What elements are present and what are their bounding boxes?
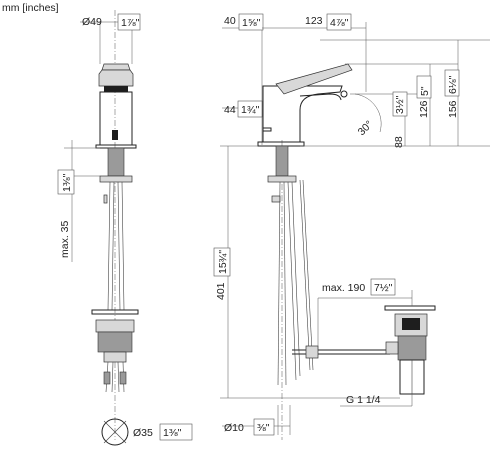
dim-126-inch: 5"	[419, 86, 431, 96]
dim-156-inch: 6⅛"	[447, 75, 459, 94]
front-outlet-circle	[101, 418, 129, 446]
dim-123-inch: 4⅞"	[330, 17, 349, 29]
front-shank	[107, 147, 125, 177]
front-washer	[95, 319, 135, 333]
front-mixer-body	[97, 331, 133, 353]
front-mixer-bottom	[103, 351, 127, 363]
dim-max35-inch: 1⅜"	[61, 173, 73, 192]
dim-40-inch: 1⅝"	[242, 17, 261, 29]
dim-40-mm: 40	[224, 15, 236, 27]
dim-max190-inch: 7½"	[374, 282, 393, 294]
dim-401-mm: 401	[215, 282, 227, 300]
side-spout	[299, 93, 342, 101]
waste-plate	[384, 305, 436, 311]
thread-label: G 1 1/4	[346, 394, 381, 406]
dim-156-mm: 156	[447, 100, 459, 118]
units-label: mm [inches]	[2, 2, 59, 14]
front-view: Ø49 1⅞" max. 35 1⅜" Ø35 1⅜"	[57, 10, 193, 446]
front-lower-plate	[91, 309, 139, 315]
front-handle-band	[104, 86, 128, 92]
side-view: 40 1⅝" 123 4⅞" 44 1¾" 88 3½" 126 5" 156 …	[213, 13, 490, 440]
dim-88-mm: 88	[393, 136, 405, 148]
dim-10-mm: Ø10	[224, 422, 244, 434]
dim-401-inch: 15¾"	[217, 250, 229, 274]
side-lever	[275, 63, 353, 95]
dim-123-mm: 123	[305, 15, 323, 27]
front-nut	[99, 175, 133, 183]
dim-126-mm: 126	[418, 100, 430, 118]
dim-max35-mm: max. 35	[59, 220, 71, 258]
angle-arc	[354, 93, 382, 133]
front-marker	[112, 130, 118, 140]
front-handle	[101, 63, 131, 71]
dim-44-mm: 44	[224, 104, 236, 116]
dim-max190-mm: max. 190	[322, 282, 365, 294]
front-base-plate	[95, 144, 137, 149]
dim-88-inch: 3½"	[394, 95, 406, 114]
dim-35-inch: 1⅜"	[163, 427, 182, 439]
dim-35-mm: Ø35	[133, 427, 153, 439]
dim-44-inch: 1¾"	[241, 104, 260, 116]
dim-10-inch: ⅜"	[257, 422, 270, 434]
side-base-plate	[257, 141, 305, 147]
dim-49-mm: Ø49	[82, 16, 102, 28]
side-body	[262, 85, 343, 143]
dim-30-angle: 30°	[356, 118, 376, 138]
dim-49-inch: 1⅞"	[121, 17, 140, 29]
front-handle-body	[98, 69, 134, 87]
